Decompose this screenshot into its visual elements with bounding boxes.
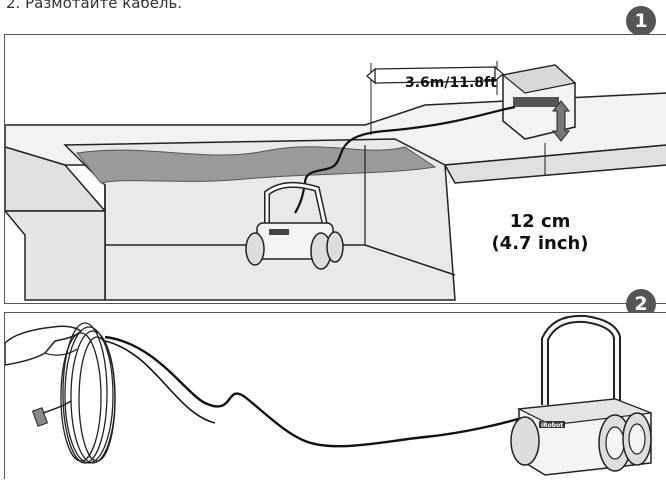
unwound-cable xyxy=(104,335,526,448)
step-heading: 2. Размотайте кабель. xyxy=(6,0,183,12)
cable-coil xyxy=(60,322,116,464)
robot-cleaner: iRobot xyxy=(510,314,652,476)
height-label: 12 cm (4.7 inch) xyxy=(475,211,605,255)
step-badge-1: 1 xyxy=(626,6,656,36)
pool-illustration xyxy=(5,61,666,301)
illustration-panel-1: 3.6m/11.8ft 12 cm (4.7 inch) xyxy=(4,34,666,304)
height-cm-label: 12 cm xyxy=(509,211,571,232)
illustration-panel-2: iRobot xyxy=(4,312,666,479)
cable-plug xyxy=(31,407,49,427)
deck-front-right xyxy=(443,144,666,184)
height-inch-label: (4.7 inch) xyxy=(491,233,589,254)
brand-logo: iRobot xyxy=(541,422,563,429)
pool-water xyxy=(76,146,437,184)
cable-illustration: iRobot xyxy=(5,314,652,476)
pool-wall-left xyxy=(5,210,106,301)
height-arrow xyxy=(551,100,571,142)
pool-robot xyxy=(245,181,344,270)
cable-distance-label: 3.6m/11.8ft xyxy=(405,75,497,91)
